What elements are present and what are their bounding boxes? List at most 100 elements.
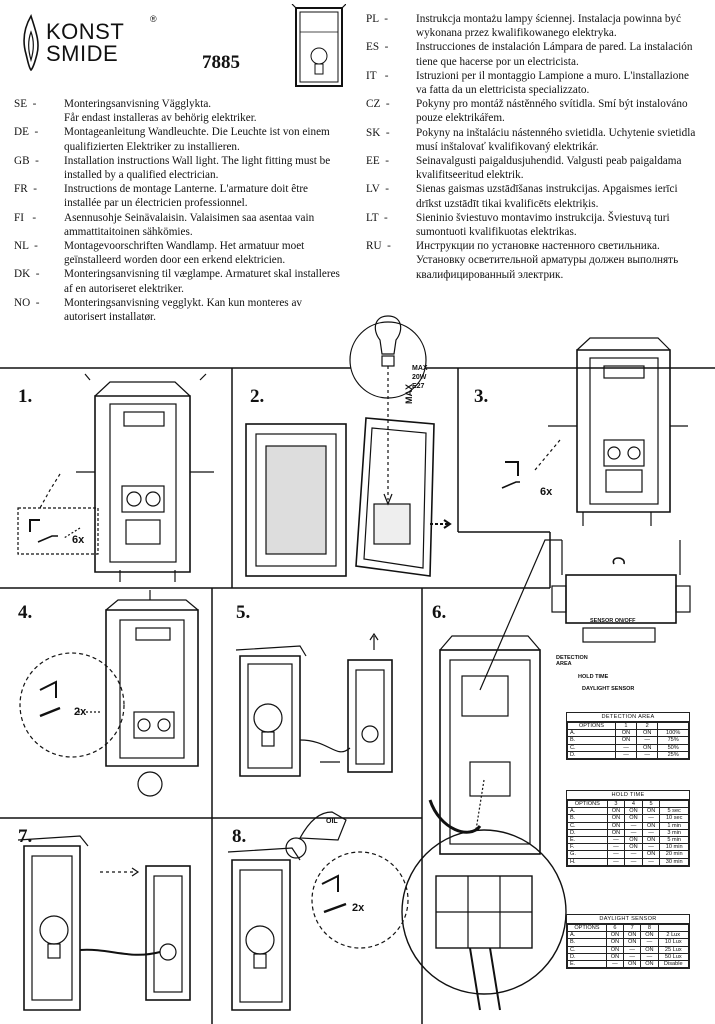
- language-code: EE -: [366, 155, 389, 168]
- table-cell: —: [623, 945, 642, 954]
- table-cell: 10 sec: [659, 814, 689, 823]
- bulb-spec-watt: 20W: [412, 374, 427, 381]
- table-header-cell: 1: [614, 721, 638, 731]
- step2-illustration: [245, 315, 452, 577]
- language-instruction-text: Istruzioni per il montaggio Lampione a m…: [416, 69, 689, 97]
- language-instruction-text: Montageanleitung Wandleuchte. Die Leucht…: [64, 126, 330, 153]
- table-cell: 100%: [657, 729, 689, 738]
- language-instruction-text: Pokyny na inštaláciu nástenného svietidl…: [416, 126, 696, 153]
- table-cell: C.: [567, 821, 608, 830]
- product-number: 7885: [202, 52, 240, 73]
- table-cell: ON: [640, 931, 659, 940]
- table-header-cell: OPTIONS: [567, 799, 608, 809]
- table-cell: C.: [567, 743, 616, 752]
- table-header-cell: 7: [623, 923, 642, 933]
- table-cell: ON: [605, 952, 625, 962]
- table-cell: —: [640, 952, 659, 962]
- language-entry: ES -Instrucciones de instalación Lámpara…: [366, 40, 696, 68]
- language-code: DE -: [14, 126, 39, 139]
- language-code: LT -: [366, 211, 388, 224]
- table-cell: —: [614, 750, 638, 760]
- language-entry: DE - Montageanleitung Wandleuchte. Die Le…: [14, 125, 344, 153]
- table-header-cell: [659, 799, 689, 809]
- table-cell: ON: [605, 945, 625, 954]
- language-instruction-text: Monteringsanvisning til væglampe. Armatu…: [64, 268, 340, 295]
- language-instruction-text: Инструкции по установке настенного свети…: [416, 240, 679, 281]
- table-cell: 25 Lux: [657, 945, 689, 954]
- table-row: D.ON——50 Lux: [567, 952, 689, 962]
- language-entry: FI - Asennusohje Seinävalaisin. Valaisime…: [14, 211, 344, 239]
- language-code: NO -: [14, 296, 40, 309]
- language-entry: NO -Monteringsanvisning vegglykt. Kan ku…: [14, 296, 344, 324]
- bulb-spec-socket: E27: [412, 383, 425, 390]
- language-entry: FR -Instructions de montage Lanterne. L'…: [14, 182, 344, 210]
- table-cell: ON: [641, 850, 661, 859]
- table-title: HOLD TIME: [567, 791, 689, 800]
- registered-mark: ®: [150, 14, 157, 24]
- table-cell: C.: [567, 945, 607, 954]
- table-header-cell: 5: [641, 799, 661, 809]
- step5-illustration: [235, 632, 393, 777]
- step-number-7: 7.: [18, 826, 33, 847]
- table-header-cell: [657, 721, 689, 731]
- table-header-cell: OPTIONS: [567, 721, 616, 731]
- language-instruction-text: Instructions de montage Lanterne. L'arma…: [64, 183, 309, 210]
- lamp-thumbnail-icon: [291, 4, 346, 87]
- table-cell: 50%: [657, 743, 689, 752]
- table-cell: ON: [641, 836, 661, 845]
- table-cell: —: [614, 743, 638, 752]
- language-entry: LV -Sienas gaismas uzstādīšanas instrukc…: [366, 182, 696, 210]
- table-cell: 5 sec: [659, 807, 689, 816]
- table-cell: ON: [606, 821, 626, 830]
- table-header-cell: 4: [624, 799, 643, 809]
- table-cell: E.: [567, 836, 608, 845]
- table-cell: —: [624, 821, 643, 830]
- step4-screw-count: 2x: [74, 706, 87, 718]
- step-number-2: 2.: [250, 386, 265, 407]
- language-entry: DK -Monteringsanvisning til væglampe. Ar…: [14, 267, 344, 295]
- table-cell: —: [624, 857, 643, 866]
- language-instruction-text: Asennusohje Seinävalaisin. Valaisimen sa…: [64, 211, 315, 238]
- table-cell: —: [623, 952, 642, 962]
- step-number-8: 8.: [232, 826, 247, 847]
- table-cell: ON: [641, 807, 661, 816]
- language-code: GB -: [14, 154, 39, 167]
- table-header-cell: 2: [636, 721, 659, 731]
- table-cell: 5 min: [659, 836, 689, 845]
- bulb-spec-max: MAX: [412, 365, 428, 372]
- table-cell: —: [636, 736, 659, 745]
- table-title: DETECTION AREA: [567, 713, 689, 722]
- oil-label: OIL: [326, 818, 338, 825]
- table-cell: —: [641, 857, 661, 866]
- step-number-6: 6.: [432, 602, 447, 623]
- table-cell: G.: [567, 850, 608, 859]
- table-header-cell: 8: [640, 923, 659, 933]
- step-number-1: 1.: [18, 386, 33, 407]
- language-code: PL -: [366, 13, 388, 25]
- language-code: FI -: [14, 211, 37, 224]
- table-row: F.—ON—10 min: [567, 843, 689, 852]
- table-cell: B.: [567, 814, 608, 823]
- step7-illustration: [17, 835, 191, 1011]
- step-number-5: 5.: [236, 602, 251, 623]
- language-instruction-text: Instrucciones de instalación Lámpara de …: [416, 41, 693, 68]
- language-instruction-text: Seinavalgusti paigaldusjuhendid. Valgust…: [416, 155, 682, 182]
- step4-illustration: [19, 590, 199, 797]
- sensor-switch-label: SENSOR ON/OFF: [590, 618, 636, 624]
- table-cell: 1 min: [659, 821, 689, 830]
- language-entry: LT -Sieninio šviestuvo montavimo instruk…: [366, 211, 696, 239]
- language-instruction-text: Sienas gaismas uzstādīšanas instrukcijas…: [416, 183, 678, 210]
- table-header-cell: [657, 923, 689, 933]
- table-cell: ON: [606, 807, 626, 816]
- table-cell: ON: [624, 836, 643, 845]
- table-cell: A.: [567, 931, 607, 940]
- language-list-right: PL -Instrukcja montażu lampy ściennej. I…: [366, 12, 696, 282]
